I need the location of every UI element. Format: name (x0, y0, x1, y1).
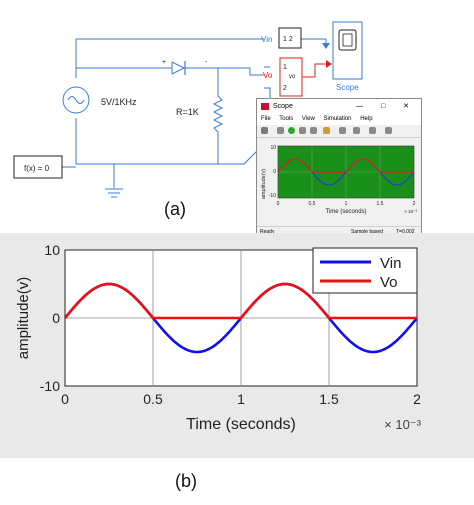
measure-icon[interactable] (385, 127, 392, 134)
window-controls[interactable]: — □ ✕ (356, 103, 417, 110)
mux-block[interactable] (278, 27, 302, 49)
wire-vin (75, 38, 264, 78)
y-axis-label: amplitude(v) (15, 277, 32, 360)
wire-mux-scope (301, 38, 327, 44)
mux-label: 1 2 (283, 36, 293, 43)
resistor-icon[interactable] (212, 95, 224, 138)
scope-window[interactable]: Scope — □ ✕ File Tools View Simulation H… (256, 98, 422, 238)
autoscale-icon[interactable] (353, 127, 360, 134)
rewind-icon[interactable] (277, 127, 284, 134)
x-tick-label: 1.5 (319, 391, 339, 407)
scope-ytick-mid: 0 (273, 169, 276, 175)
scope-block-label: Scope (336, 83, 359, 92)
series-line-vo (63, 282, 417, 320)
scope-plot: amplitude(v) 10 0 -10 0 0.5 1 1.5 2 Time… (261, 145, 417, 215)
y-tick-labels: 10 0 -10 (40, 242, 60, 394)
scope-titlebar[interactable]: Scope — □ ✕ (257, 99, 421, 114)
y-tick-label: 0 (52, 310, 60, 326)
scope-multiplier: × 10⁻³ (404, 209, 417, 214)
matlab-icon (261, 103, 269, 110)
solver-block[interactable] (13, 155, 63, 179)
menu-file[interactable]: File (261, 116, 271, 122)
vo-block-top: 1 (283, 64, 287, 71)
scope-xtick-0: 0 (277, 201, 280, 207)
menu-view[interactable]: View (301, 116, 315, 122)
legend-label-vo: Vo (380, 274, 398, 291)
y-tick-label: -10 (40, 378, 60, 394)
source-label: 5V/1KHz (101, 97, 137, 107)
scope-xtick-4: 2 (413, 201, 416, 207)
vo-block-mid: vo (289, 74, 296, 80)
scope-ylabel: amplitude(v) (261, 169, 267, 199)
scope-trace-vo (277, 158, 414, 173)
diode-plus-label: + (162, 59, 166, 66)
caption-a: (a) (164, 199, 186, 219)
diode-icon[interactable] (166, 61, 210, 75)
menu-tools[interactable]: Tools (279, 116, 294, 122)
cursor-icon[interactable] (369, 127, 376, 134)
chart-legend: Vin Vo (312, 247, 418, 294)
diode-minus-label: - (205, 59, 208, 66)
wire-vo-scope (302, 63, 326, 78)
ground-icon (105, 188, 123, 198)
scope-xlabel: Time (seconds) (325, 209, 366, 215)
y-tick-label: 10 (44, 242, 60, 258)
circuit-diagram: 5V/1KHz + - R=1K f(x) = 0 Vin Vo 1 2 1 v… (13, 21, 363, 198)
scope-block[interactable] (332, 21, 363, 80)
legend-box (312, 247, 418, 294)
status-time: T=0.002 (396, 229, 415, 235)
zoom-icon[interactable] (339, 127, 346, 134)
settings-icon[interactable] (261, 127, 268, 134)
x-axis-label: Time (seconds) (186, 416, 296, 433)
scope-menubar: File Tools View Simulation Help (257, 114, 421, 125)
port-vin-label: Vin (261, 35, 272, 44)
x-tick-label: 2 (413, 391, 421, 407)
step-icon[interactable] (299, 127, 306, 134)
status-ready: Ready (260, 229, 275, 235)
wire-vin-arrow-icon (322, 43, 330, 49)
scope-window-title: Scope (273, 103, 293, 110)
menu-help[interactable]: Help (360, 116, 373, 122)
scope-xtick-3: 1.5 (377, 201, 384, 207)
stop-icon[interactable] (310, 127, 317, 134)
scope-ytick-bot: -10 (269, 193, 276, 199)
x-tick-label: 0 (61, 391, 69, 407)
x-tick-label: 1 (237, 391, 245, 407)
solver-label: f(x) = 0 (24, 164, 50, 173)
x-tick-labels: 0 0.5 1 1.5 2 (61, 391, 421, 407)
menu-simulation[interactable]: Simulation (323, 116, 352, 122)
wire-return (218, 149, 259, 165)
highlight-icon[interactable] (323, 127, 330, 134)
ac-source-icon[interactable] (62, 86, 90, 114)
scope-ytick-top: 10 (270, 145, 276, 151)
run-icon[interactable] (288, 127, 295, 134)
vo-block-bot: 2 (283, 85, 287, 92)
x-multiplier: × 10⁻³ (384, 417, 422, 432)
scope-statusbar: Ready Sample based T=0.002 (257, 226, 421, 237)
caption-b: (b) (175, 471, 197, 491)
x-tick-label: 0.5 (143, 391, 163, 407)
wire-source-bottom (75, 118, 219, 165)
port-vo-label: Vo (263, 71, 273, 80)
resistor-label: R=1K (176, 107, 199, 117)
scope-xtick-2: 1 (345, 201, 348, 207)
wire-vo-arrow-icon (326, 60, 332, 68)
scope-toolbar (257, 125, 421, 138)
legend-label-vin: Vin (380, 255, 401, 272)
wire-diode-branch (76, 67, 264, 96)
status-sample-based: Sample based (351, 229, 383, 235)
scope-xtick-1: 0.5 (309, 201, 316, 207)
chart-series (63, 282, 419, 354)
